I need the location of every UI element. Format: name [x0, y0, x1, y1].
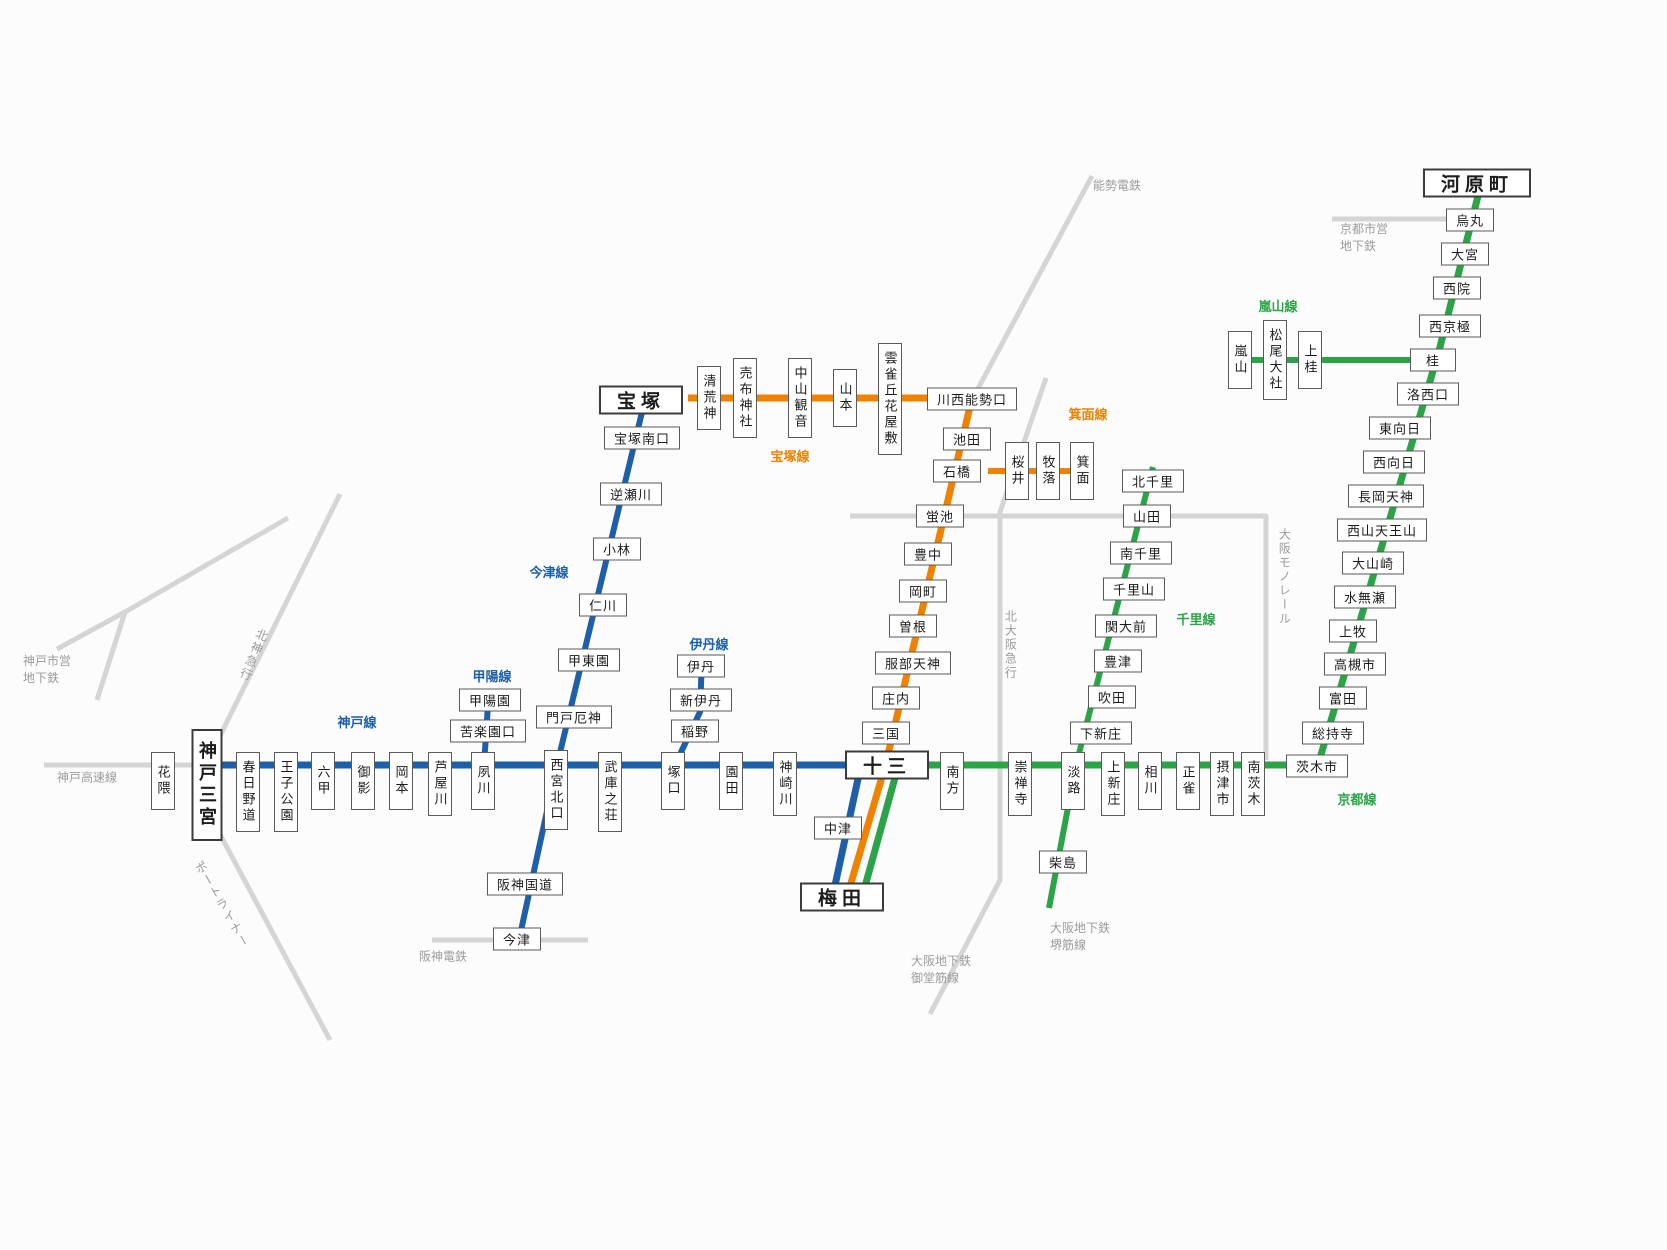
station-box[interactable]: 岡町 [898, 579, 948, 603]
station-box[interactable]: 雲雀丘花屋敷 [878, 343, 902, 455]
station-box[interactable]: 花隈 [151, 752, 175, 810]
station-box[interactable]: 伊丹 [676, 654, 726, 678]
station-box[interactable]: 桂 [1410, 348, 1456, 372]
station-box[interactable]: 豊中 [903, 542, 953, 566]
station-box[interactable]: 高槻市 [1323, 652, 1387, 676]
station-box[interactable]: 王子公園 [274, 752, 298, 832]
station-box[interactable]: 川西能勢口 [926, 387, 1018, 411]
station-box[interactable]: 仁川 [578, 593, 628, 617]
station-box[interactable]: 清荒神 [697, 366, 721, 430]
station-box[interactable]: 曽根 [888, 614, 938, 638]
station-box[interactable]: 関大前 [1094, 614, 1158, 638]
station-box[interactable]: 御影 [351, 752, 375, 810]
station-box[interactable]: 洛西口 [1396, 382, 1460, 406]
station-box[interactable]: 神崎川 [773, 752, 797, 816]
station-box[interactable]: 新伊丹 [669, 688, 733, 712]
rail-line-kobe [200, 761, 865, 891]
station-box[interactable]: 芦屋川 [428, 752, 452, 816]
station-box[interactable]: 北千里 [1121, 469, 1185, 493]
station-box[interactable]: 岡本 [389, 752, 413, 810]
station-box[interactable]: 西山天王山 [1336, 518, 1428, 542]
station-box[interactable]: 服部天神 [874, 651, 952, 675]
station-box[interactable]: 西宮北口 [544, 750, 568, 830]
station-box[interactable]: 大宮 [1440, 242, 1490, 266]
station-box[interactable]: 淡路 [1061, 752, 1085, 810]
station-box[interactable]: 上桂 [1298, 331, 1322, 389]
station-box[interactable]: 逆瀬川 [599, 482, 663, 506]
station-box[interactable]: 河原町 [1422, 168, 1532, 198]
rail-line-kobe-subway-branch [94, 611, 128, 701]
station-box[interactable]: 宝塚 [598, 385, 684, 415]
station-box[interactable]: 茨木市 [1285, 754, 1349, 778]
station-box[interactable]: 石橋 [932, 459, 982, 483]
station-box[interactable]: 春日野道 [236, 752, 260, 832]
station-box[interactable]: 蛍池 [915, 504, 965, 528]
station-box[interactable]: 小林 [592, 537, 642, 561]
station-box[interactable]: 池田 [942, 427, 992, 451]
station-box[interactable]: 山本 [833, 369, 857, 427]
station-box[interactable]: 中山観音 [788, 358, 812, 438]
station-box[interactable]: 夙川 [471, 752, 495, 810]
station-box[interactable]: 富田 [1318, 686, 1368, 710]
station-box[interactable]: 柴島 [1038, 850, 1088, 874]
station-box[interactable]: 山田 [1122, 504, 1172, 528]
station-box[interactable]: 南千里 [1109, 541, 1173, 565]
station-box[interactable]: 西京極 [1418, 314, 1482, 338]
station-box[interactable]: 牧落 [1036, 442, 1060, 500]
station-box[interactable]: 上牧 [1328, 619, 1378, 643]
station-box[interactable]: 総持寺 [1301, 721, 1365, 745]
station-box[interactable]: 園田 [719, 752, 743, 810]
station-box[interactable]: 甲陽園 [458, 688, 522, 712]
station-box[interactable]: 南茨木 [1241, 752, 1265, 816]
station-box[interactable]: 吹田 [1087, 685, 1137, 709]
station-box[interactable]: 稲野 [670, 719, 720, 743]
station-box[interactable]: 崇禅寺 [1008, 752, 1032, 816]
station-box[interactable]: 梅田 [799, 882, 885, 912]
station-box[interactable]: 六甲 [311, 752, 335, 810]
station-box[interactable]: 上新庄 [1101, 752, 1125, 816]
station-box[interactable]: 神戸三宮 [191, 729, 223, 841]
station-box[interactable]: 摂津市 [1210, 752, 1234, 816]
station-box[interactable]: 正雀 [1176, 752, 1200, 810]
station-box[interactable]: 烏丸 [1445, 208, 1495, 232]
station-box[interactable]: 東向日 [1368, 416, 1432, 440]
station-box[interactable]: 大山崎 [1341, 551, 1405, 575]
station-box[interactable]: 長岡天神 [1347, 484, 1425, 508]
station-box[interactable]: 下新庄 [1069, 721, 1133, 745]
station-box[interactable]: 西院 [1432, 276, 1482, 300]
station-box[interactable]: 庄内 [871, 686, 921, 710]
station-box[interactable]: 相川 [1138, 752, 1162, 810]
station-box[interactable]: 売布神社 [733, 358, 757, 438]
rail-line-nose-dentetsu [971, 174, 1095, 398]
station-box[interactable]: 門戸厄神 [535, 705, 613, 729]
station-box[interactable]: 武庫之荘 [598, 752, 622, 832]
station-box[interactable]: 苦楽園口 [449, 719, 527, 743]
station-box[interactable]: 桜井 [1005, 442, 1029, 500]
station-box[interactable]: 塚口 [661, 752, 685, 810]
station-box[interactable]: 箕面 [1070, 442, 1094, 500]
rail-line-kobe-subway [55, 515, 290, 652]
station-box[interactable]: 豊津 [1093, 649, 1143, 673]
rail-line-hokushin [205, 492, 343, 762]
station-box[interactable]: 三国 [861, 721, 911, 745]
rail-line-osaka-monorail [850, 513, 1269, 760]
station-box[interactable]: 阪神国道 [486, 872, 564, 896]
station-box[interactable]: 水無瀬 [1333, 585, 1397, 609]
station-box[interactable]: 今津 [492, 927, 542, 951]
station-box[interactable]: 西向日 [1362, 450, 1426, 474]
station-box[interactable]: 十三 [844, 750, 930, 780]
station-box[interactable]: 宝塚南口 [603, 426, 681, 450]
station-box[interactable]: 千里山 [1102, 577, 1166, 601]
rail-line-portliner [205, 810, 333, 1042]
station-box[interactable]: 中津 [813, 816, 863, 840]
station-box[interactable]: 嵐山 [1228, 331, 1252, 389]
station-box[interactable]: 甲東園 [557, 648, 621, 672]
station-box[interactable]: 南方 [940, 752, 964, 810]
station-box[interactable]: 松尾大社 [1263, 320, 1287, 400]
